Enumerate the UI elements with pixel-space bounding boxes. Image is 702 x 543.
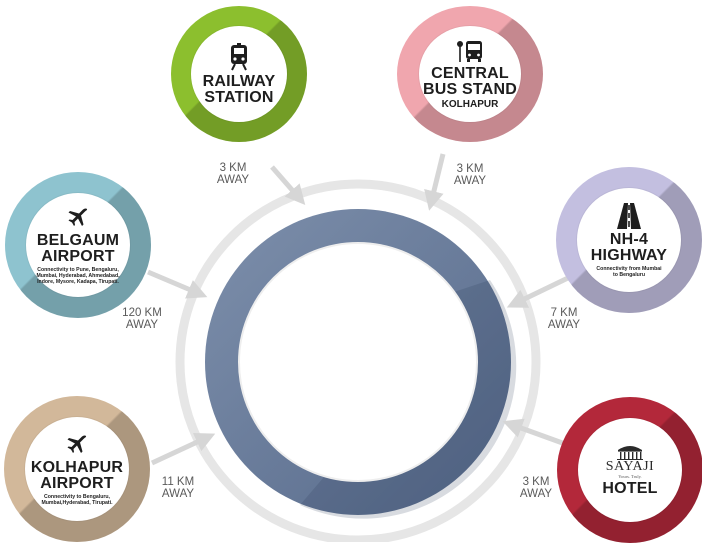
distance-kolhapur-away: AWAY [161,488,195,500]
road-icon [617,202,641,229]
bus-title-line1: CENTRAL [431,64,509,82]
connector-bus [424,153,446,211]
outer-ring [175,179,541,542]
hub-center [238,242,478,482]
belgaum-note: Connectivity to Pune, Bengaluru, Mumbai,… [36,266,120,285]
highway-note: Connectivity from Mumbai to Bengaluru [596,265,662,278]
distance-highway: 7 KM AWAY [534,307,594,331]
distance-bus-away: AWAY [453,175,487,187]
belgaum-title-line1: BELGAUM [36,231,120,249]
kolhapur-title-line1: KOLHAPUR [30,458,124,476]
distance-hotel-away: AWAY [519,488,553,500]
kolhapur-airport-node: KOLHAPUR AIRPORT Connectivity to Bengalu… [4,396,150,542]
bus-stand-node: CENTRAL BUS STAND KOLHAPUR [397,6,543,142]
highway-title-line2: HIGHWAY [590,246,668,264]
connector-belgaum [147,269,208,299]
distance-bus-value: 3 KM [456,163,484,175]
railway-title-line1: RAILWAY [202,72,276,90]
kolhapur-title-line2: AIRPORT [40,474,114,492]
distance-kolhapur-airport: 11 KM AWAY [148,476,208,500]
distance-kolhapur-value: 11 KM [161,476,195,488]
distance-belgaum-away: AWAY [125,319,159,331]
connector-kolhapur-airport [150,432,216,466]
belgaum-airport-node: BELGAUM AIRPORT Connectivity to Pune, Be… [5,172,151,318]
bus-title-line2: BUS STAND [423,80,517,98]
belgaum-title-line2: AIRPORT [41,247,115,265]
train-icon [231,42,247,70]
hotel-brand: SAYAJI [605,458,655,474]
distance-railway-away: AWAY [216,174,250,186]
distance-highway-away: AWAY [547,319,581,331]
railway-title-line2: STATION [204,88,274,106]
distance-highway-value: 7 KM [550,307,578,319]
distance-belgaum-value: 120 KM [122,307,162,319]
highway-node: NH-4 HIGHWAY Connectivity from Mumbai to… [556,167,702,313]
hotel-title: HOTEL [602,479,658,497]
distance-hotel: 3 KM AWAY [506,476,566,500]
hotel-tagline: Yours. Truly. [618,473,642,479]
airplane-icon [68,207,88,226]
sayaji-logo-icon: SAYAJI Yours. Truly. [606,444,654,479]
distance-hotel-value: 3 KM [522,476,550,488]
kolhapur-note: Connectivity to Bengaluru, Mumbai,Hydera… [41,493,113,506]
distance-bus: 3 KM AWAY [440,163,500,187]
palace-icon [616,445,643,460]
distance-railway-value: 3 KM [219,162,247,174]
highway-title-line1: NH-4 [609,230,649,248]
distance-belgaum: 120 KM AWAY [110,307,174,331]
hotel-node: SAYAJI Yours. Truly. HOTEL [557,397,702,543]
airplane-icon [67,434,87,453]
bus-stop-icon [457,40,482,62]
connector-railway [270,165,306,206]
bus-subtitle: KOLHAPUR [441,98,499,110]
connector-highway [506,274,572,308]
railway-station-node: RAILWAY STATION [171,6,307,142]
connector-hotel [502,418,569,448]
distance-railway: 3 KM AWAY [203,162,263,186]
